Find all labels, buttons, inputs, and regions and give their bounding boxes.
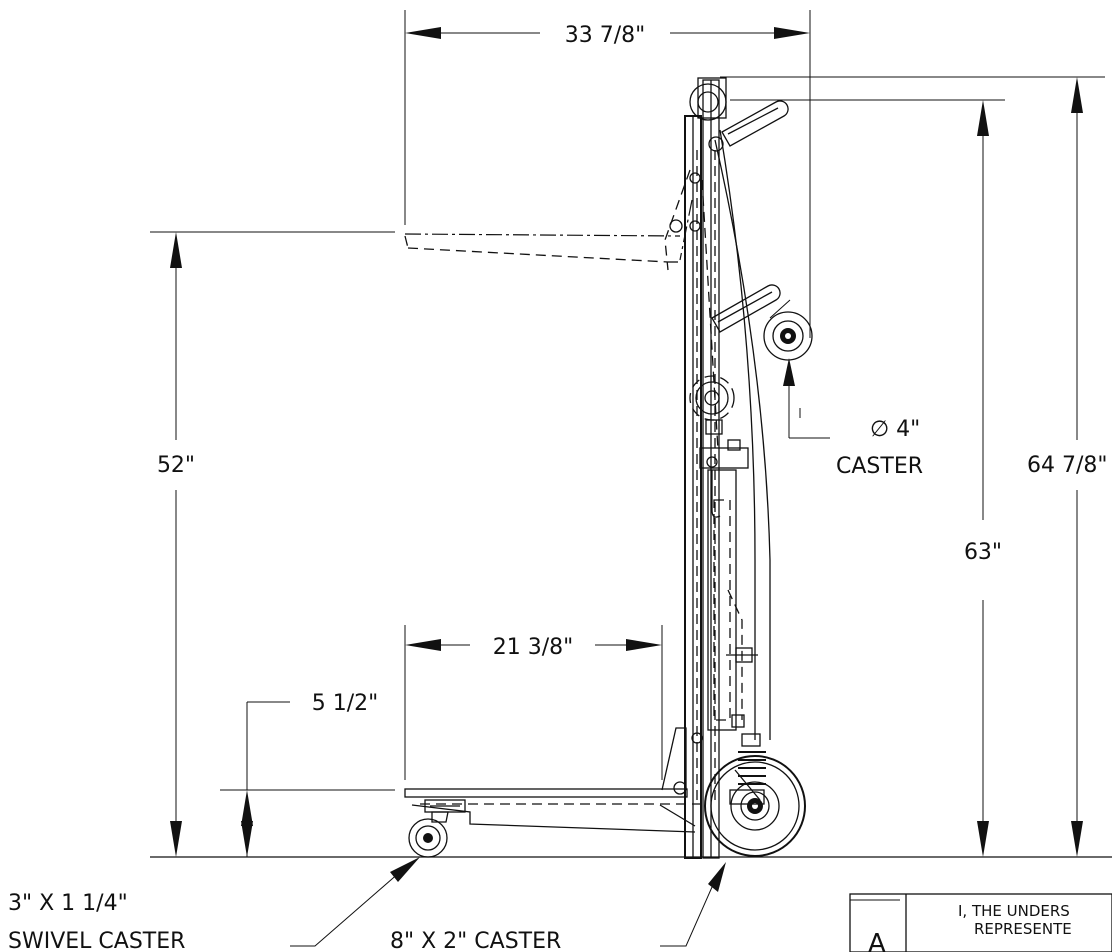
base-platform bbox=[404, 727, 766, 833]
callout-top-caster-line1: ∅ 4" bbox=[870, 417, 920, 442]
dim-overall-width: 33 7/8" bbox=[404, 10, 811, 338]
dim-overall-width-label: 33 7/8" bbox=[565, 23, 646, 48]
title-block-note-line1: I, THE UNDERS bbox=[958, 902, 1070, 920]
dim-overall-height-label: 64 7/8" bbox=[1027, 453, 1108, 478]
dim-platform-depth-label: 21 3/8" bbox=[493, 635, 574, 660]
title-block: A I, THE UNDERS REPRESENTE bbox=[849, 893, 1112, 952]
dim-mast-height: 63" bbox=[730, 99, 1005, 857]
callout-rear-caster: 8" X 2" CASTER bbox=[390, 862, 726, 952]
dim-platform-depth: 21 3/8" bbox=[404, 625, 663, 780]
dim-platform-max-height-label: 52" bbox=[157, 453, 195, 478]
rear-caster-wheel bbox=[704, 755, 806, 857]
callout-top-caster-line2: CASTER bbox=[836, 454, 923, 479]
callout-swivel-caster: 3" X 1 1/4" SWIVEL CASTER bbox=[8, 857, 420, 952]
mid-bracket-assembly bbox=[699, 419, 758, 731]
swivel-caster-wheel bbox=[408, 811, 449, 858]
dim-platform-max-height: 52" bbox=[150, 231, 395, 857]
callout-swivel-caster-line1: 3" X 1 1/4" bbox=[8, 891, 128, 916]
dim-platform-min-height: 5 1/2" bbox=[220, 691, 395, 857]
callout-rear-caster-label: 8" X 2" CASTER bbox=[390, 929, 561, 952]
title-block-revision: A bbox=[868, 929, 886, 952]
callout-swivel-caster-line2: SWIVEL CASTER bbox=[8, 929, 185, 952]
dim-platform-min-height-label: 5 1/2" bbox=[312, 691, 379, 716]
dim-mast-height-label: 63" bbox=[964, 540, 1002, 565]
callout-top-caster: ∅ 4" CASTER bbox=[783, 358, 923, 479]
dim-overall-height: 64 7/8" bbox=[720, 76, 1108, 857]
upper-pulley-assembly bbox=[689, 83, 789, 421]
pump-spring bbox=[738, 733, 766, 785]
upper-fork-phantom bbox=[404, 172, 701, 263]
title-block-note-line2: REPRESENTE bbox=[974, 920, 1072, 938]
top-caster-wheel bbox=[763, 299, 813, 361]
